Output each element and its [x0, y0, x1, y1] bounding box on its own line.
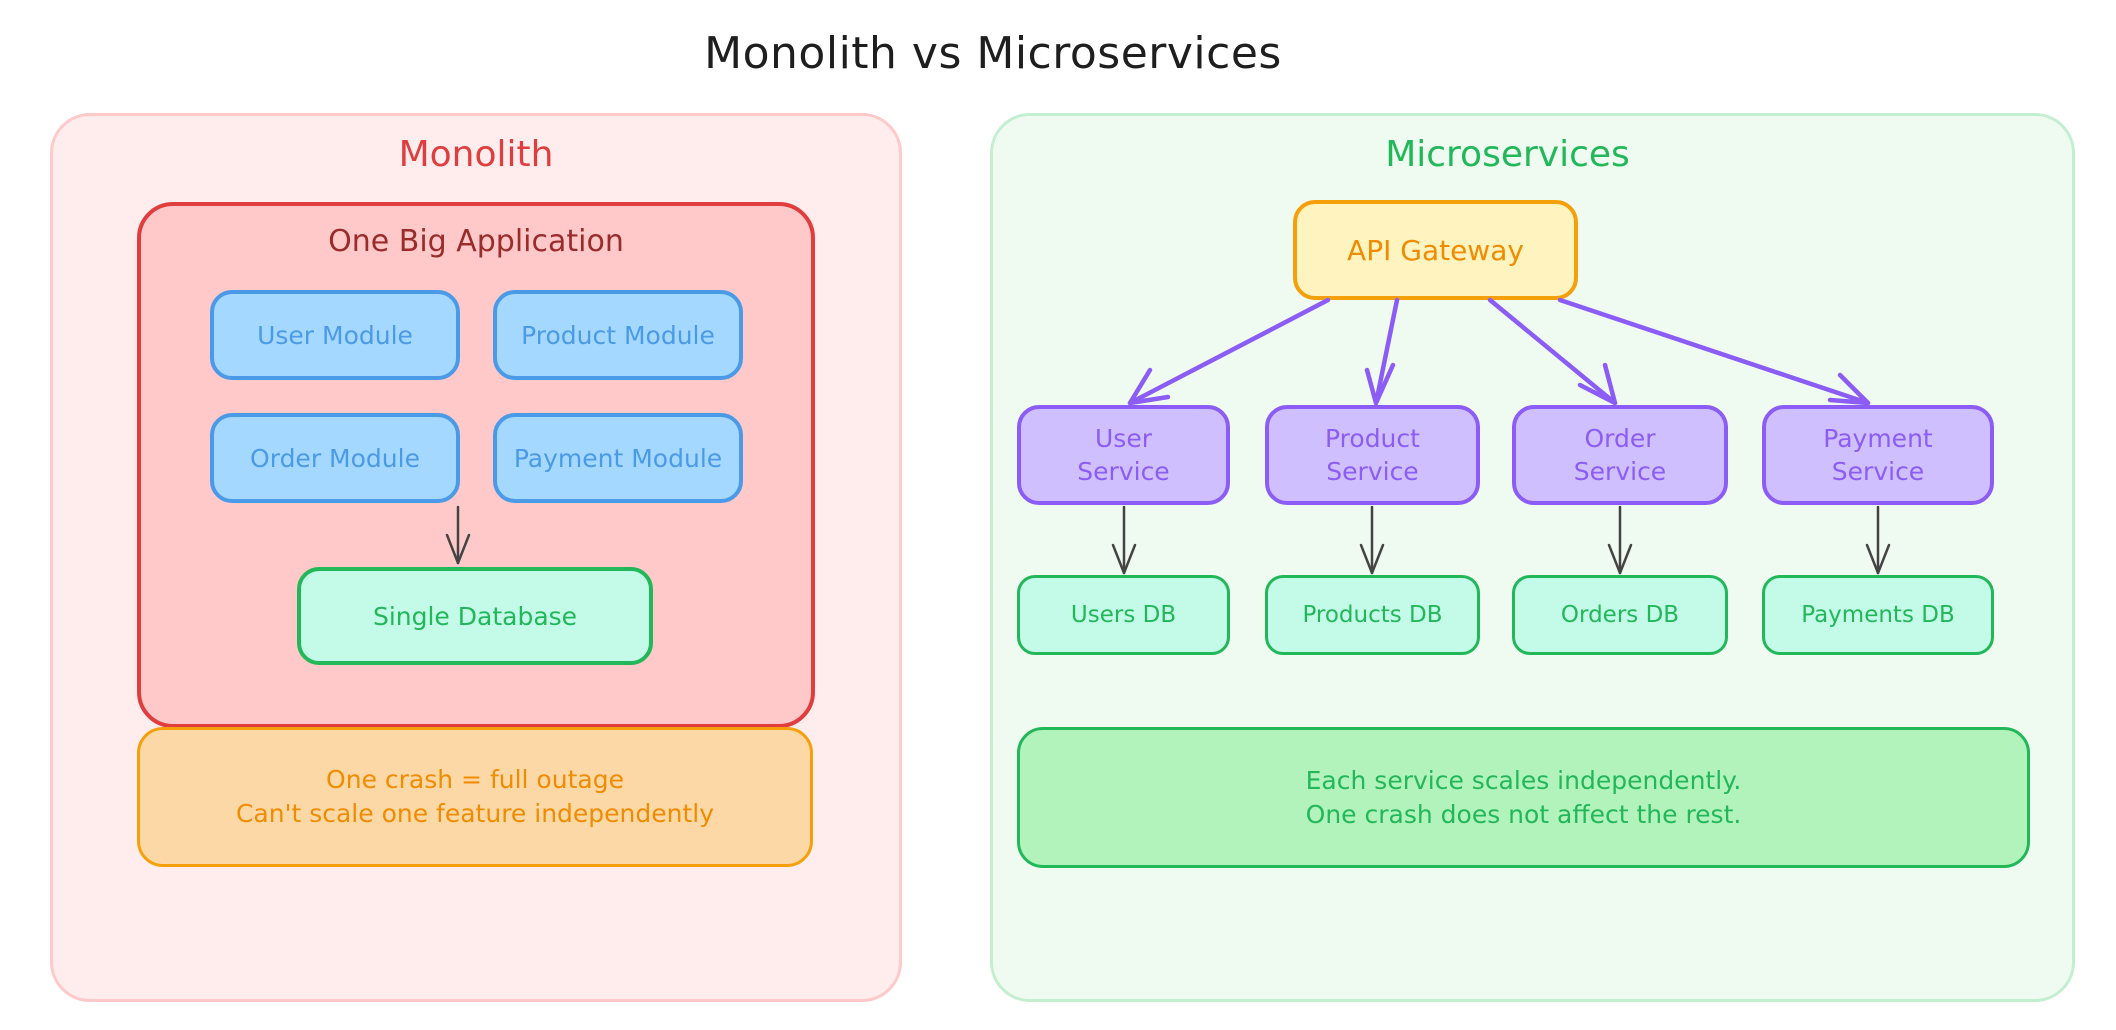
- orders-db-label: Orders DB: [1560, 602, 1680, 628]
- payment-service-label-2: Service: [1831, 457, 1925, 486]
- one-big-application-label: One Big Application: [328, 224, 624, 259]
- microservices-note-line-2: One crash does not affect the rest.: [1305, 799, 1742, 829]
- product-service: Product Service: [1265, 405, 1480, 505]
- user-module-label: User Module: [257, 320, 413, 350]
- microservices-label: Microservices: [1385, 134, 1630, 175]
- users-db-label: Users DB: [1070, 602, 1177, 628]
- order-service-label-1: Order: [1584, 424, 1656, 453]
- product-module-label: Product Module: [521, 320, 715, 350]
- order-service: Order Service: [1512, 405, 1728, 505]
- order-module-label: Order Module: [250, 443, 420, 473]
- order-module: Order Module: [210, 413, 460, 503]
- payments-db: Payments DB: [1762, 575, 1994, 655]
- monolith-note-line-1: One crash = full outage: [326, 765, 624, 794]
- orders-db: Orders DB: [1512, 575, 1728, 655]
- single-database-label: Single Database: [372, 601, 578, 631]
- microservices-note: Each service scales independently. One c…: [1017, 727, 2030, 868]
- monolith-label: Monolith: [398, 134, 554, 175]
- product-service-label-2: Service: [1326, 457, 1419, 486]
- api-gateway-label: API Gateway: [1347, 233, 1524, 267]
- monolith-note: One crash = full outage Can't scale one …: [137, 727, 813, 867]
- monolith-note-line-2: Can't scale one feature independently: [235, 799, 715, 828]
- payment-service: Payment Service: [1762, 405, 1994, 505]
- order-service-label-2: Service: [1573, 457, 1667, 486]
- user-service: User Service: [1017, 405, 1230, 505]
- product-service-label-1: Product: [1325, 424, 1420, 453]
- payment-module-label: Payment Module: [513, 443, 723, 473]
- user-service-label-2: Service: [1077, 457, 1170, 486]
- payment-service-label-1: Payment: [1823, 424, 1933, 453]
- diagram-title: Monolith vs Microservices: [704, 28, 1282, 79]
- api-gateway: API Gateway: [1293, 200, 1578, 300]
- single-database: Single Database: [297, 567, 653, 665]
- user-service-label-1: User: [1095, 424, 1152, 453]
- microservices-note-line-1: Each service scales independently.: [1305, 765, 1742, 795]
- user-module: User Module: [210, 290, 460, 380]
- users-db: Users DB: [1017, 575, 1230, 655]
- products-db-label: Products DB: [1302, 602, 1443, 628]
- product-module: Product Module: [493, 290, 743, 380]
- payments-db-label: Payments DB: [1801, 602, 1955, 628]
- payment-module: Payment Module: [493, 413, 743, 503]
- products-db: Products DB: [1265, 575, 1480, 655]
